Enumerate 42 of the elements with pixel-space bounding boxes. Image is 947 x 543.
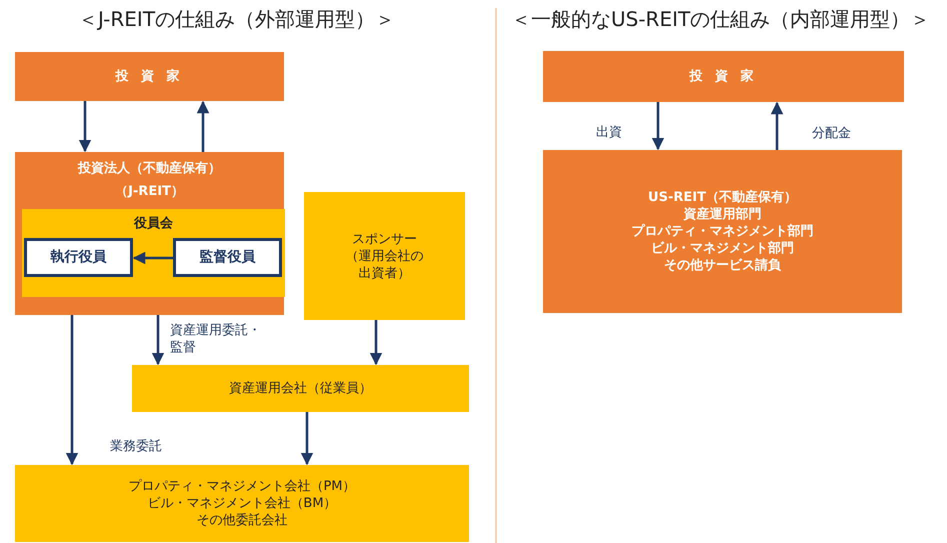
- entity-box: [304, 192, 465, 320]
- edge-label: 業務委託: [110, 438, 162, 455]
- entity-box: [543, 51, 904, 102]
- box-text: 資産運用部門: [684, 206, 762, 223]
- heading: ＜一般的なUS-REITの仕組み（内部運用型）＞: [511, 6, 930, 33]
- role-box: [24, 238, 133, 277]
- box-text: US-REIT（不動産保有）: [648, 189, 797, 206]
- box-text: 投 資 家: [115, 68, 184, 85]
- heading: ＜J-REITの仕組み（外部運用型）＞: [78, 6, 396, 33]
- box-text: 役員会: [132, 215, 174, 232]
- box-text: その他委託会社: [196, 512, 288, 529]
- entity-box: [132, 365, 469, 412]
- box-text: 資産運用会社（従業員）: [229, 380, 372, 397]
- box-text: ビル・マネジメント会社（BM）: [147, 495, 337, 512]
- box-text: （J-REIT）: [115, 183, 184, 200]
- box-text: 執行役員: [50, 249, 106, 266]
- arrow: [300, 412, 314, 466]
- entity-box: [22, 209, 285, 297]
- box-text: 投資法人（不動産保有）: [78, 160, 221, 177]
- arrow: [652, 102, 664, 150]
- role-box: [173, 238, 282, 277]
- arrow: [370, 320, 382, 366]
- box-text: その他サービス請負: [664, 257, 781, 274]
- arrow: [196, 100, 210, 152]
- box-text: プロパティ・マネジメント会社（PM）: [128, 478, 356, 495]
- arrow: [152, 315, 164, 366]
- arrow: [78, 101, 92, 152]
- edge-label: 出資: [596, 124, 622, 141]
- arrow: [770, 102, 784, 150]
- box-text: スポンサー（運用会社の出資者）: [344, 230, 424, 282]
- entity-box: [543, 150, 902, 313]
- entity-box: [15, 465, 469, 542]
- entity-box: [15, 152, 284, 315]
- box-text: 投 資 家: [689, 68, 758, 85]
- box-text: 監督役員: [200, 249, 256, 266]
- box-text: プロパティ・マネジメント部門: [632, 223, 814, 240]
- arrow: [66, 315, 78, 466]
- edge-label: 資産運用委託・監督: [170, 322, 262, 356]
- arrow: [132, 252, 173, 264]
- box-text: ビル・マネジメント部門: [651, 240, 794, 257]
- edge-label: 分配金: [812, 125, 851, 142]
- entity-box: [15, 52, 284, 101]
